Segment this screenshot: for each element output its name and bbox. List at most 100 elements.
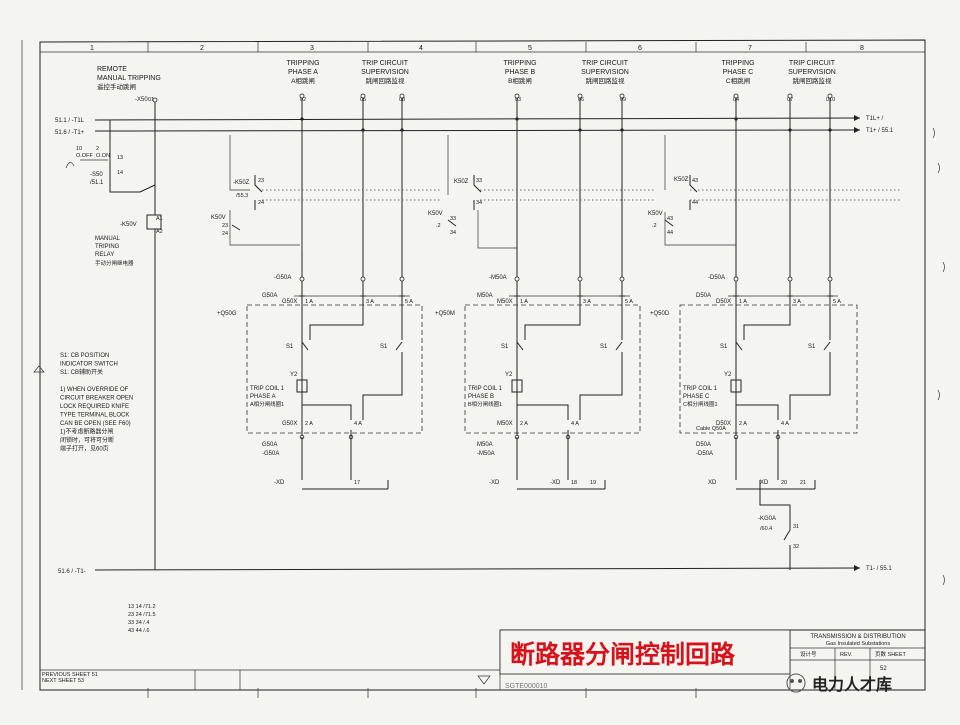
- trip-a-label-3: A相跳闸: [291, 76, 315, 85]
- rev-cell-2: REV.: [840, 652, 853, 658]
- sup-a-label-2: SUPERVISION: [361, 69, 409, 76]
- a-k50v-pin2: 24: [222, 231, 228, 237]
- column-number: 2: [200, 45, 204, 52]
- phase_c-xd2-label: XD: [760, 480, 769, 486]
- sup-c-label-3: 跳闸回路监视: [793, 76, 833, 85]
- legend-row: 13 14 /71.2: [128, 604, 156, 610]
- kg0a-ref: /60.4: [760, 526, 772, 532]
- phase_c-pin-3a: 3 A: [793, 299, 801, 305]
- note-line: INDICATOR SWITCH: [60, 362, 118, 368]
- term-05: 05: [360, 97, 366, 103]
- trip-b-label-1: TRIPPING: [503, 60, 536, 67]
- s50-pin-2: 2: [96, 146, 99, 152]
- b-k50z-pin2: 34: [476, 200, 482, 206]
- phase_b-xd-number-2: 19: [590, 480, 596, 486]
- remote-label-3: 遥控手动跳闸: [97, 82, 136, 91]
- phase_b-pin-1a: 1 A: [520, 299, 528, 305]
- phase_a-s1-right: S1: [380, 344, 388, 350]
- s50-ref: /51.1: [90, 180, 104, 186]
- term-07: 07: [787, 97, 793, 103]
- phase_c-xterm-top: -D50A: [708, 275, 725, 281]
- a-k50v-label: K50V: [211, 215, 226, 221]
- relay-text-1: MANUAL: [95, 236, 121, 242]
- rev-cell-1: 设计号: [800, 650, 817, 658]
- phase_b-bottom-term-2: -M50A: [477, 451, 495, 457]
- trip-a-label-1: TRIPPING: [286, 60, 319, 67]
- bus-left-top1: 51.1 / -T1L: [55, 118, 85, 124]
- column-number: 7: [748, 45, 752, 52]
- phase_a-pin-2a: 2 A: [305, 421, 313, 427]
- trip-b-label-3: B相跳闸: [508, 76, 532, 85]
- phase_a-block-label: G50A: [262, 293, 277, 299]
- phase_b-xd2-label: -XD: [550, 480, 561, 486]
- k50v-pin-a1: A1: [156, 216, 163, 222]
- relay-text-4: 手动分闸继电器: [95, 259, 134, 267]
- phase_c-y2-label: Y2: [724, 372, 732, 378]
- watermark-text: 电力人才库: [812, 675, 892, 694]
- phase_c-block-label: D50A: [696, 293, 711, 299]
- relay-text-3: RELAY: [95, 252, 114, 258]
- term-03: 03: [515, 97, 521, 103]
- rev-cell-3: 页数 SHEET: [875, 650, 907, 658]
- phase_c-coil-text-3: C相分闸线圈1: [683, 400, 718, 408]
- phase_c-q-label: +Q50D: [650, 311, 670, 317]
- a-k50z-ref: /55.3: [236, 193, 248, 199]
- phase_a-coil-text-3: A相分闸线圈1: [250, 400, 284, 408]
- phase_b-coil-text-2: PHASE B: [468, 394, 494, 400]
- note-line: CAN BE OPEN (SEE F60): [60, 421, 131, 427]
- note-line: TYPE TERMINAL BLOCK: [60, 413, 129, 419]
- b-k50v-pin1: 33: [450, 216, 456, 222]
- phase_b-x2-label: M50X: [497, 421, 513, 427]
- phase_c-x2-label: D50X: [716, 421, 731, 427]
- b-k50v-ref: .2: [436, 223, 441, 229]
- phase_a-s1-left: S1: [286, 344, 294, 350]
- column-number: 4: [419, 45, 423, 52]
- phase_c-coil-text-2: PHASE C: [683, 394, 710, 400]
- note-line: 1) WHEN OVERRIDE OF: [60, 387, 129, 393]
- c-k50z-pin2: 44: [692, 200, 698, 206]
- b-k50z-pin1: 33: [476, 178, 482, 184]
- phase_a-xd-label: -XD: [274, 480, 285, 486]
- a-k50z-pin1: 23: [258, 178, 264, 184]
- trip-c-label-1: TRIPPING: [721, 60, 754, 67]
- phase_c-xd-label: XD: [708, 480, 717, 486]
- note-line: 闭锁时，可将可分断: [60, 436, 114, 444]
- phase_a-q-label: +Q50G: [217, 311, 237, 317]
- sup-b-label-3: 跳闸回路监视: [586, 76, 626, 85]
- phase_b-s1-right: S1: [600, 344, 608, 350]
- phase_a-xterm-top: -G50A: [274, 275, 291, 281]
- phase_b-coil-text-1: TRIP COIL 1: [468, 386, 503, 392]
- term-06: 06: [578, 97, 584, 103]
- legend-row: 43 44 /.6: [128, 628, 149, 634]
- company-line-2: Gas Insulated Substations: [826, 641, 890, 647]
- phase_a-bottom-term-1: G50A: [262, 442, 277, 448]
- phase_c-pin-4a: 4 A: [781, 421, 789, 427]
- s50-label: -S50: [90, 172, 103, 178]
- sup-a-label-3: 跳闸回路监视: [366, 76, 406, 85]
- bus-right-top2: T1+ / 55.1: [866, 128, 894, 134]
- next-sheet: NEXT SHEET 53: [42, 678, 84, 684]
- phase_b-xd-number: 18: [571, 480, 577, 486]
- kg0a-pin2: 32: [793, 544, 799, 550]
- phase_a-coil-text-2: PHASE A: [250, 394, 276, 400]
- k50v-pin-a2: A2: [156, 229, 163, 235]
- drawing-number: SGTE000010: [505, 683, 548, 690]
- c-k50z-label: K50Z: [674, 177, 689, 183]
- phase_b-q-label: +Q50M: [435, 311, 455, 317]
- column-number: 8: [860, 45, 864, 52]
- s50-pin-13: 13: [117, 155, 123, 161]
- phase_c-bottom-term-1: D50A: [696, 442, 711, 448]
- kg0a-pin1: 31: [793, 524, 799, 530]
- column-number: 1: [90, 45, 94, 52]
- phase_b-x-label: M50X: [497, 299, 513, 305]
- phase_c-xd-number: 20: [781, 480, 787, 486]
- phase_a-pin-5a: 5 A: [405, 299, 413, 305]
- phase_a-pin-4a: 4 A: [354, 421, 362, 427]
- sup-a-label-1: TRIP CIRCUIT: [362, 60, 409, 67]
- bus-right-top1: T1L+ /: [866, 116, 884, 122]
- phase_a-pin-1a: 1 A: [305, 299, 313, 305]
